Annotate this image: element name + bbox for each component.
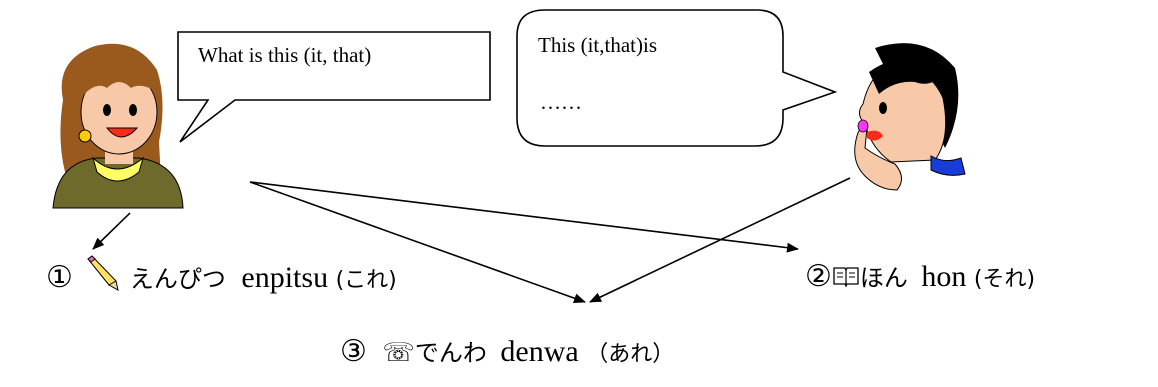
item2-paren: (それ)	[973, 267, 1036, 292]
item1-number: ①	[46, 261, 73, 294]
item1-paren: (これ)	[335, 268, 397, 293]
arrow-to-item1	[92, 212, 131, 250]
item1-romaji: enpitsu	[241, 261, 329, 294]
item3-paren: （あれ）	[586, 342, 675, 367]
item3-number: ③	[340, 335, 367, 368]
left-speech-bubble	[177, 31, 491, 143]
item2-label: ② ほん hon (それ)	[805, 258, 1035, 294]
item2-romaji: hon	[921, 260, 967, 293]
right-bubble-line1: This (it,that)is	[538, 33, 657, 57]
arrow-left-to-item3	[249, 181, 586, 303]
arrow-right-to-item3	[589, 177, 851, 303]
book-icon	[832, 262, 860, 288]
pencil-icon	[82, 253, 122, 293]
right-speech-bubble	[516, 9, 838, 147]
telephone-icon: ☏	[382, 338, 415, 368]
arrow-to-item2	[249, 181, 799, 253]
item2-number: ②	[805, 260, 832, 293]
item1-label: ① えんぴつ enpitsu (これ)	[46, 253, 397, 295]
item3-label: ③ ☏でんわ denwa （あれ）	[340, 333, 674, 369]
left-bubble-text: What is this (it, that)	[198, 43, 372, 67]
item1-kana: えんぴつ	[129, 265, 226, 293]
right-bubble-line2: ……	[540, 90, 582, 114]
left-person-illustration	[52, 43, 184, 209]
item3-kana: でんわ	[414, 339, 487, 367]
item3-romaji: denwa	[500, 335, 579, 368]
right-person-illustration	[854, 43, 966, 191]
item2-kana: ほん	[859, 264, 908, 292]
